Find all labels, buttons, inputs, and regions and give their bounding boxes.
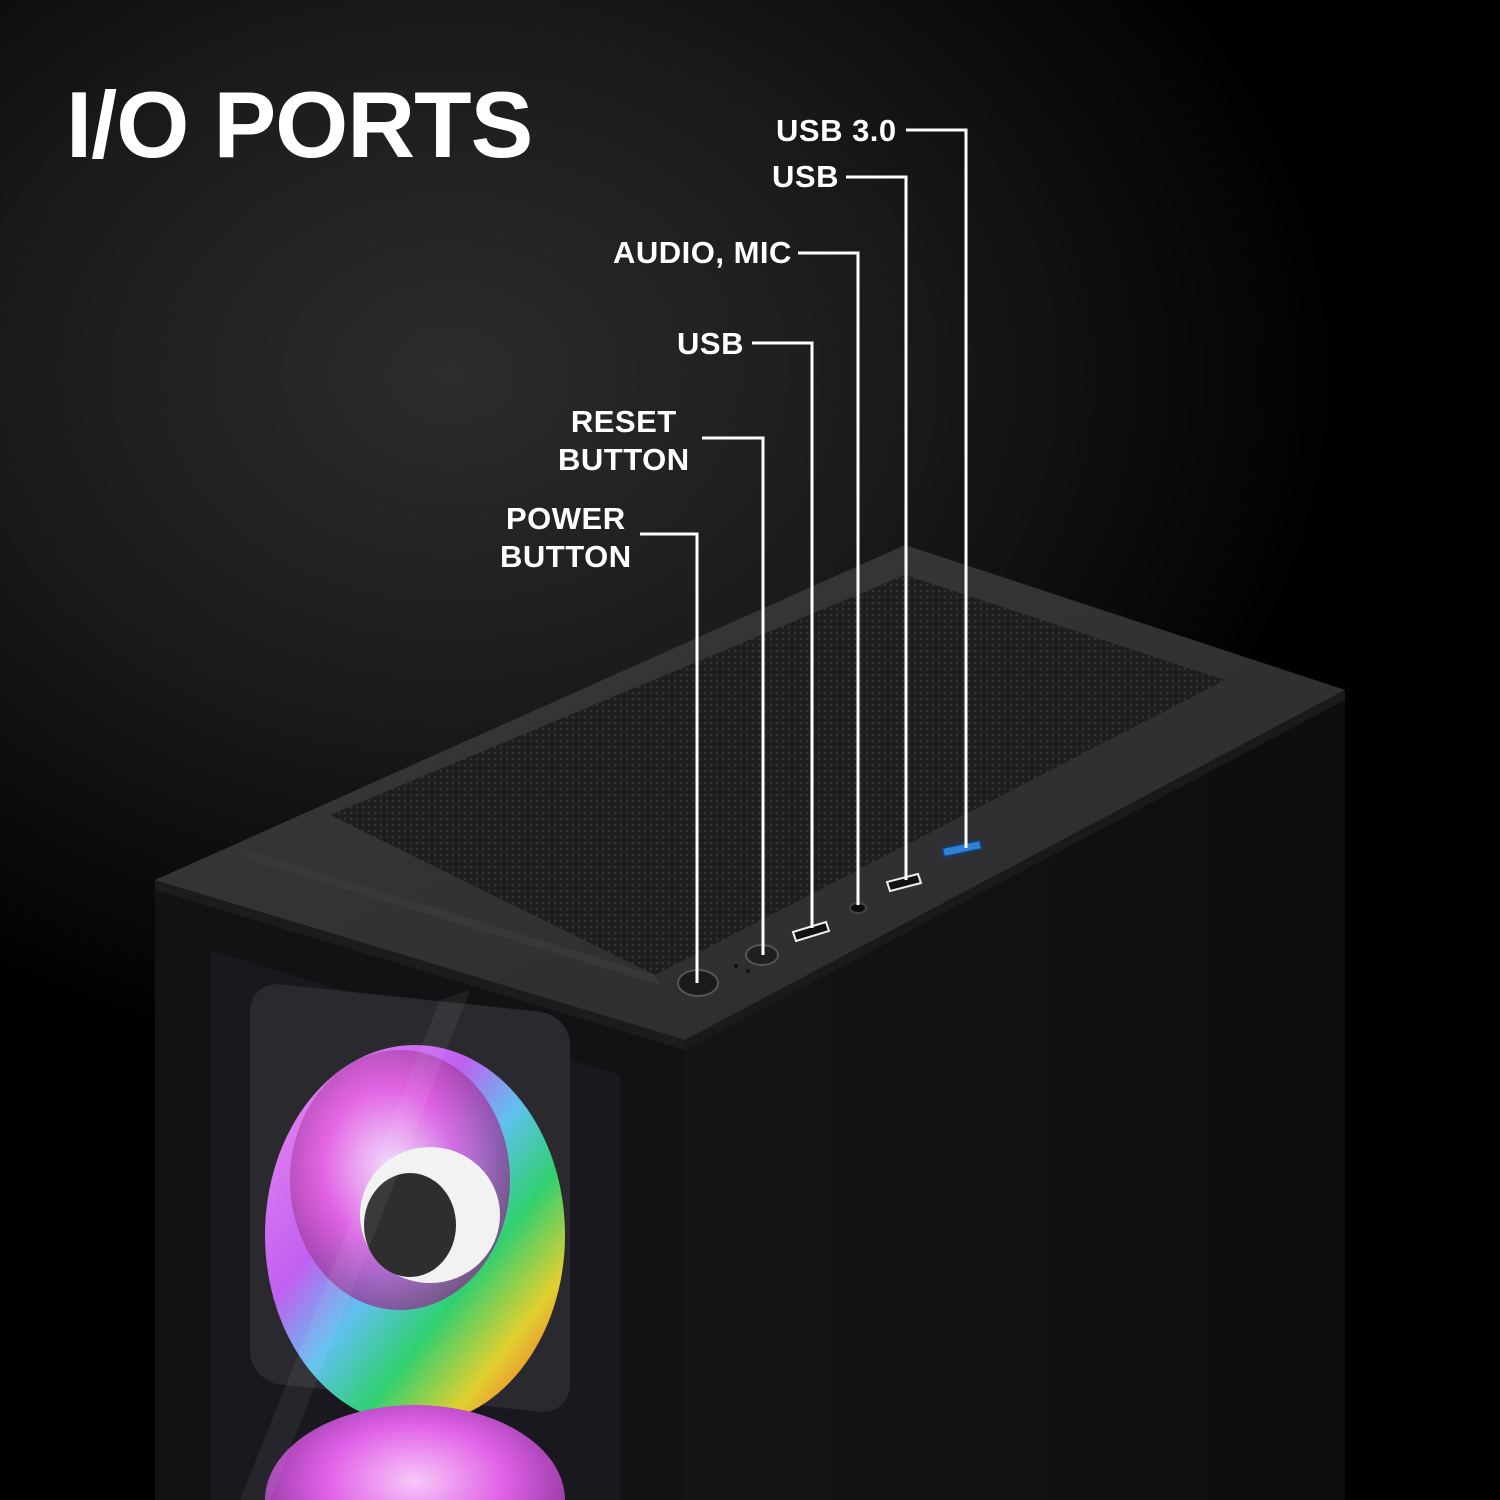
rgb-fan-top — [250, 984, 570, 1425]
callout-power-button: POWER BUTTON — [500, 500, 632, 576]
page-title: I/O PORTS — [66, 72, 533, 177]
callout-usb-3: USB 3.0 — [776, 113, 897, 148]
callout-line-usb3 — [906, 128, 968, 848]
callout-line-usb-top — [846, 175, 908, 880]
usb-port-left-graphic — [791, 920, 831, 943]
callout-reset-button: RESET BUTTON — [558, 403, 690, 479]
usb-port-right-graphic — [885, 872, 923, 893]
callout-line-audio — [798, 251, 860, 905]
callout-reset-line2: BUTTON — [558, 442, 690, 477]
callout-line-power — [640, 532, 699, 983]
callout-usb-left: USB — [677, 326, 744, 361]
callout-power-line2: BUTTON — [500, 539, 632, 574]
callout-power-line1: POWER — [505, 501, 626, 536]
callout-line-reset — [702, 436, 765, 955]
callout-reset-line1: RESET — [570, 404, 677, 439]
callout-lines — [640, 128, 968, 983]
callout-audio-mic: AUDIO, MIC — [613, 235, 792, 270]
callout-usb-top: USB — [772, 159, 839, 194]
callout-line-usb-left — [752, 341, 814, 928]
rgb-fan-bottom — [265, 1405, 565, 1500]
side-panel — [685, 690, 1345, 1500]
top-mesh-filter — [330, 575, 1225, 975]
